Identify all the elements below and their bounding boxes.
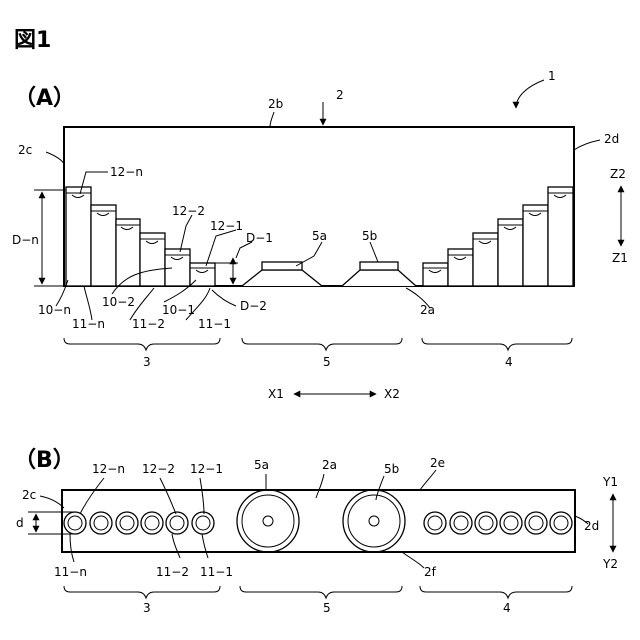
ref-12-1-b: 12−1 [190, 462, 223, 476]
ref-2e: 2e [430, 456, 445, 470]
ref-1: 1 [548, 69, 556, 83]
ref-5a-b: 5a [254, 458, 269, 472]
ref-11-2: 11−2 [132, 317, 165, 331]
ref-4-b: 4 [503, 601, 511, 615]
ref-12-n-b: 12−n [92, 462, 125, 476]
ref-5-a: 5 [323, 355, 331, 369]
panel-b-label: （B） [14, 448, 75, 473]
ref-2a: 2a [420, 303, 435, 317]
ref-2b: 2b [268, 97, 283, 111]
ref-11-n-b: 11−n [54, 565, 87, 579]
axis-x2-label: X2 [384, 387, 400, 401]
ref-10-1: 10−1 [162, 303, 195, 317]
panel-a-label: （A） [14, 86, 75, 111]
ref-3-a: 3 [143, 355, 151, 369]
ref-12-2: 12−2 [172, 204, 205, 218]
axis-x1-label: X1 [268, 387, 284, 401]
panel-a-braces [64, 338, 572, 350]
ref-2d: 2d [604, 132, 619, 146]
ref-5a: 5a [312, 229, 327, 243]
axis-z1-label: Z1 [612, 251, 628, 265]
ref-3-b: 3 [143, 601, 151, 615]
ref-12-1: 12−1 [210, 219, 243, 233]
ref-11-n: 11−n [72, 317, 105, 331]
ref-2c-b: 2c [22, 488, 36, 502]
ref-d-1: D−1 [246, 231, 273, 245]
ref-11-1-b: 11−1 [200, 565, 233, 579]
ref-2a-b: 2a [322, 458, 337, 472]
ref-5b-b: 5b [384, 462, 399, 476]
ref-2c: 2c [18, 143, 32, 157]
ref-11-1: 11−1 [198, 317, 231, 331]
axis-z2-label: Z2 [610, 167, 626, 181]
ref-d-2: D−2 [240, 299, 267, 313]
ref-2: 2 [336, 88, 344, 102]
ref-5-b: 5 [323, 601, 331, 615]
ref-2d-b: 2d [584, 519, 599, 533]
ref-12-n: 12−n [110, 165, 143, 179]
panel-b-braces [64, 586, 572, 598]
panel-b-enclosure [62, 490, 575, 552]
ref-2f: 2f [424, 565, 437, 579]
axis-y2-label: Y2 [602, 557, 618, 571]
figure-title: 図1 [14, 28, 51, 53]
ref-d-n: D−n [12, 233, 39, 247]
ref-11-2-b: 11−2 [156, 565, 189, 579]
axis-y1-label: Y1 [602, 475, 618, 489]
ref-d: d [16, 516, 24, 530]
ref-10-n: 10−n [38, 303, 71, 317]
ref-4-a: 4 [505, 355, 513, 369]
ref-12-2-b: 12−2 [142, 462, 175, 476]
ref-5b: 5b [362, 229, 377, 243]
ref-10-2: 10−2 [102, 295, 135, 309]
